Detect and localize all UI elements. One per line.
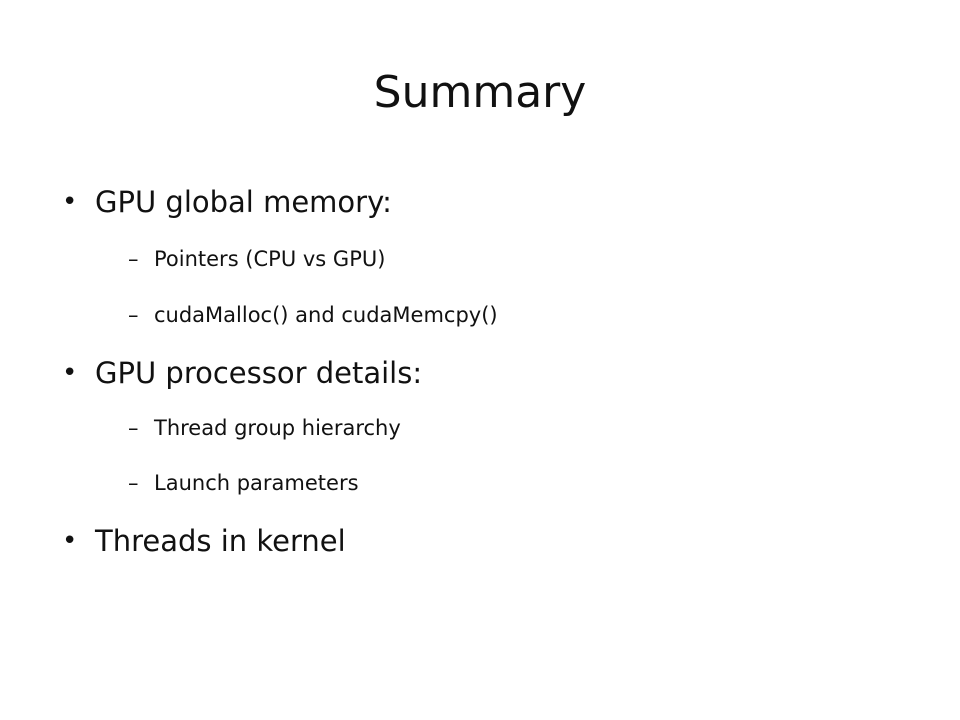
slide-title: Summary	[373, 67, 587, 118]
bullet-text: GPU global memory:	[95, 185, 392, 219]
dash-icon: –	[128, 247, 139, 271]
bullet-icon: •	[62, 358, 78, 388]
sub-bullet-text: Thread group hierarchy	[154, 416, 401, 440]
dash-icon: –	[128, 416, 139, 440]
bullet-text: GPU processor details:	[95, 356, 423, 390]
bullet-text: Threads in kernel	[95, 524, 346, 558]
dash-icon: –	[128, 471, 139, 495]
bullet-icon: •	[62, 526, 78, 556]
sub-bullet-text: cudaMalloc() and cudaMemcpy()	[154, 303, 498, 327]
sub-bullet-text: Pointers (CPU vs GPU)	[154, 247, 386, 271]
dash-icon: –	[128, 303, 139, 327]
bullet-icon: •	[62, 187, 78, 217]
sub-bullet-text: Launch parameters	[154, 471, 359, 495]
